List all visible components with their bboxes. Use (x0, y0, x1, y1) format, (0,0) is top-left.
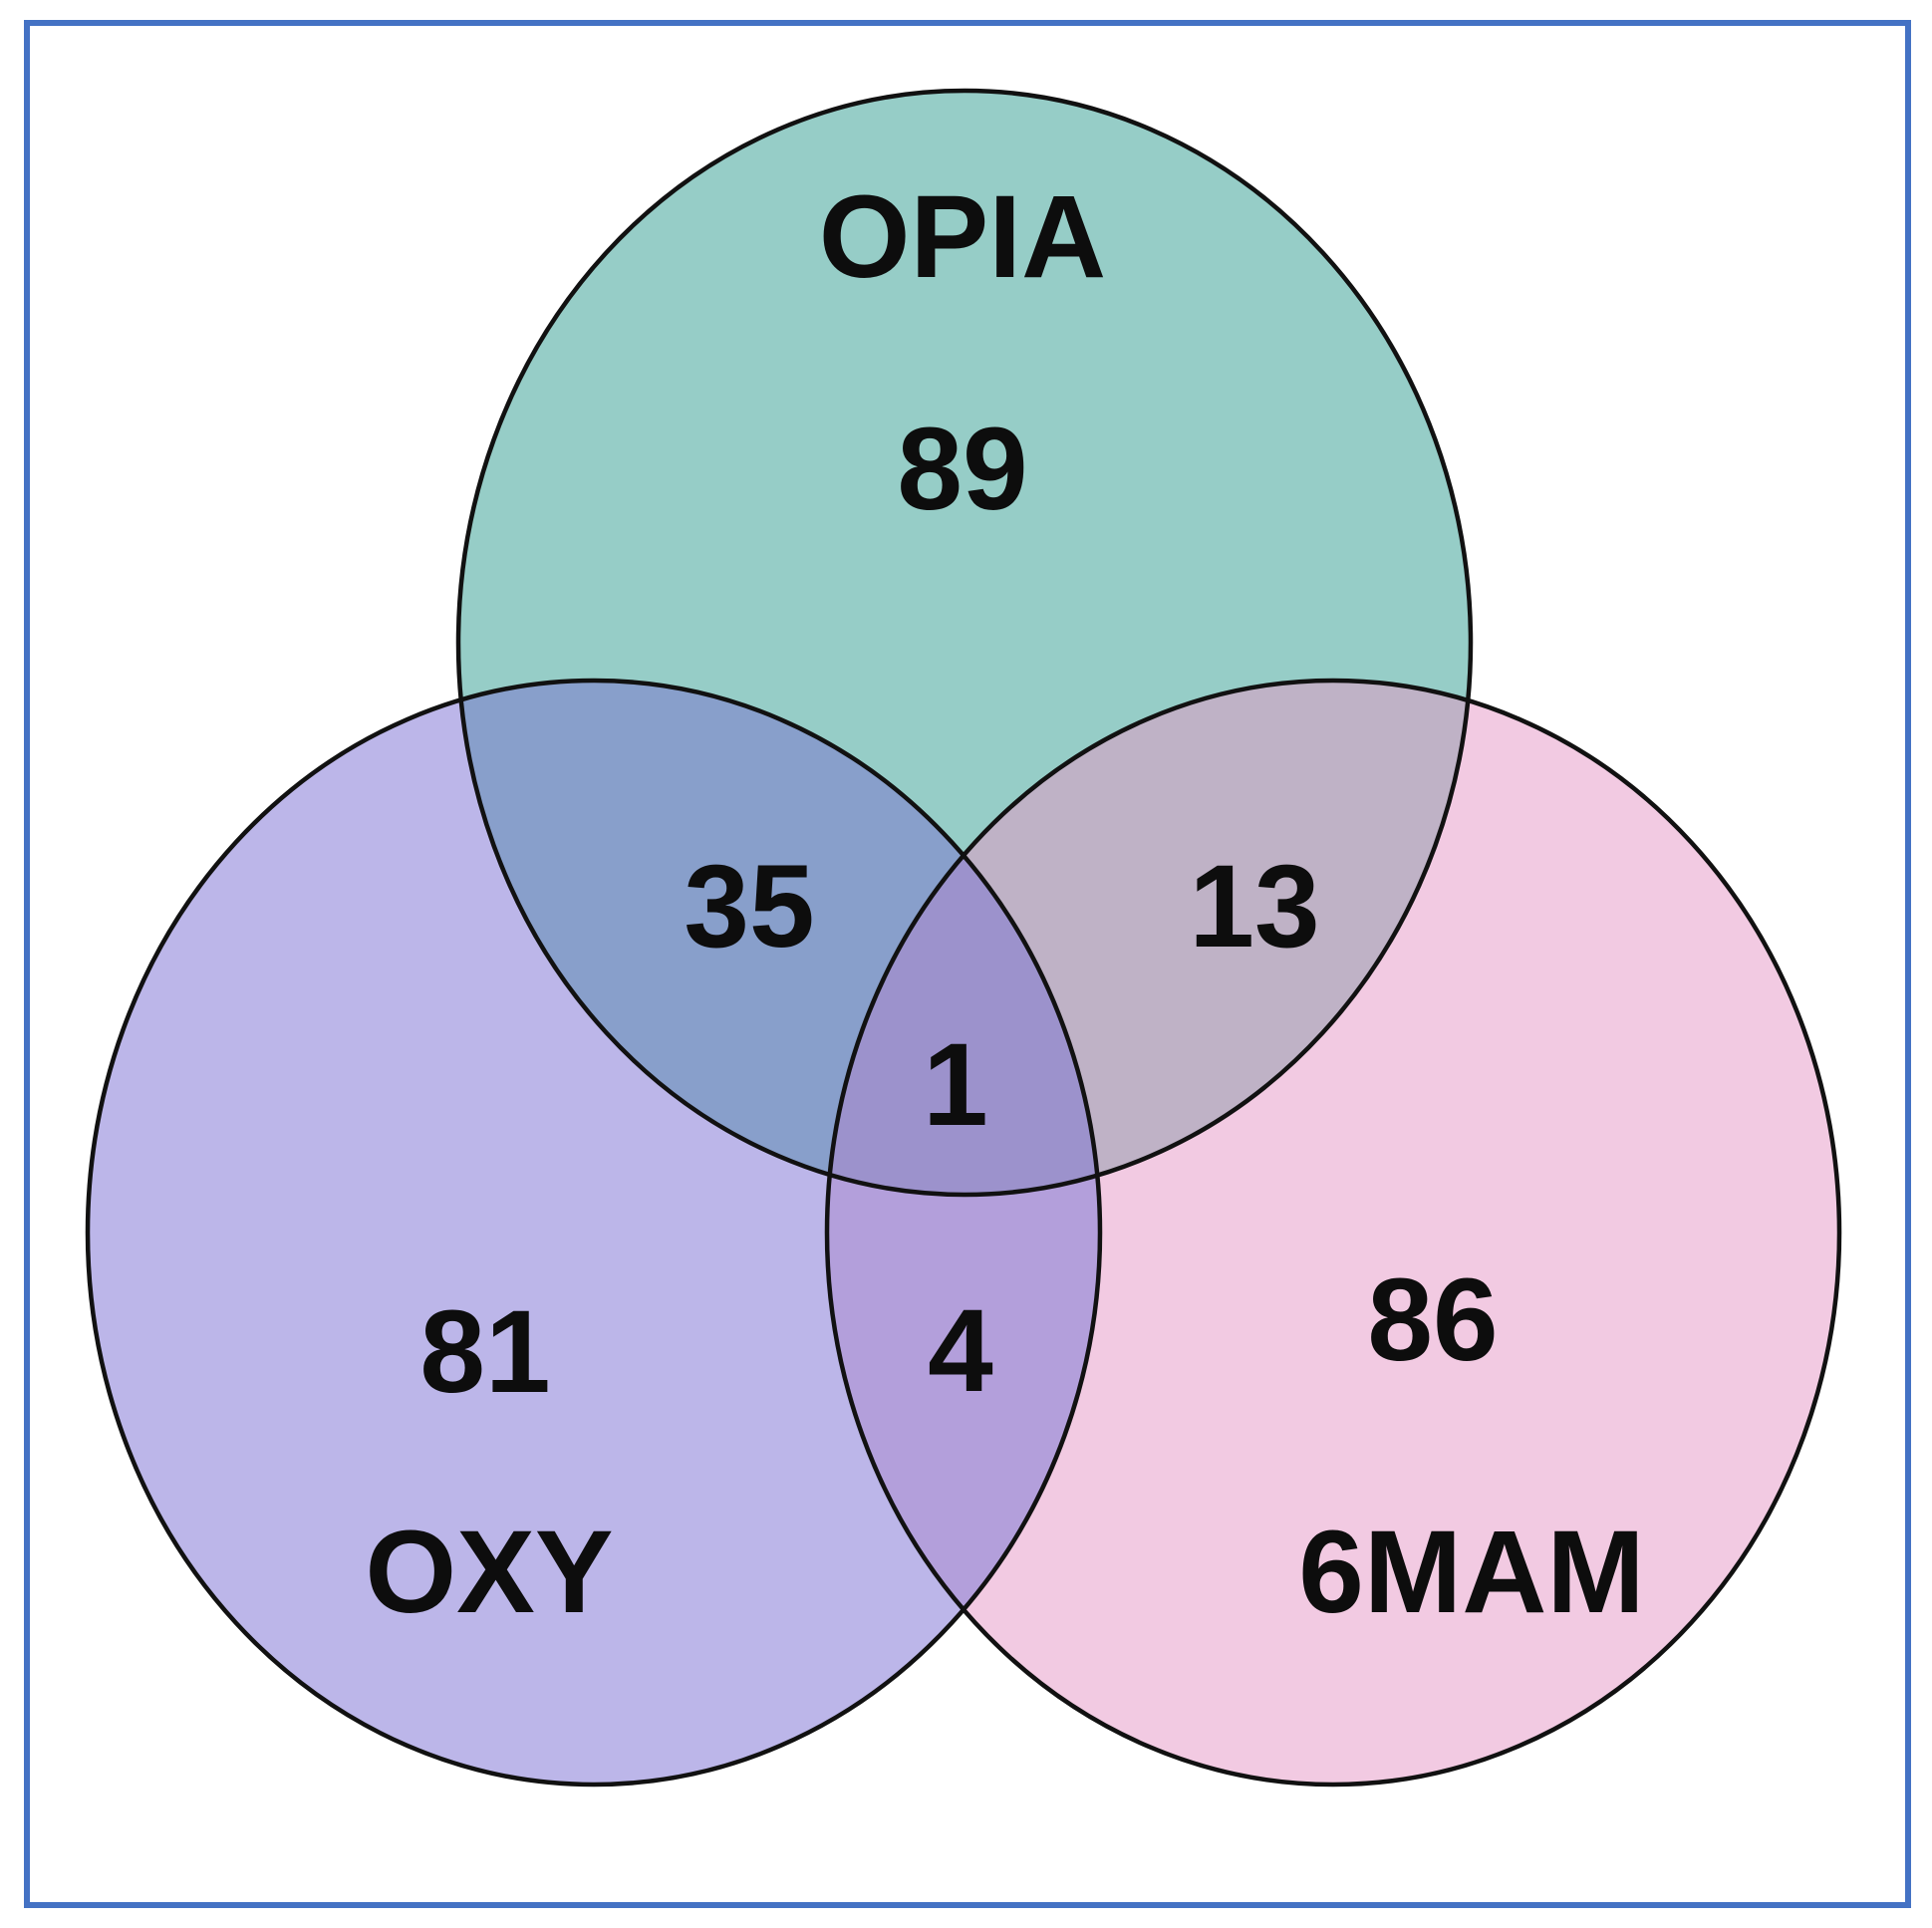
set-opia-label: OPIA (819, 171, 1107, 303)
count-oxy-6mam: 4 (928, 1285, 993, 1417)
count-all: 1 (923, 1019, 988, 1151)
set-6mam-outline (824, 678, 1842, 1788)
count-opia-6mam: 13 (1189, 841, 1319, 972)
count-opia-only: 89 (897, 404, 1027, 535)
set-opia-outline (455, 88, 1474, 1198)
count-6mam-only: 86 (1367, 1254, 1498, 1386)
intersection-opia-6mam (827, 681, 1471, 1195)
count-oxy-only: 81 (419, 1286, 550, 1418)
set-6mam-label: 6MAM (1298, 1507, 1644, 1638)
count-opia-oxy: 35 (684, 841, 814, 972)
set-oxy-outline (85, 678, 1103, 1788)
intersection-opia-oxy (458, 681, 1100, 1195)
set-oxy-label: OXY (365, 1507, 613, 1638)
